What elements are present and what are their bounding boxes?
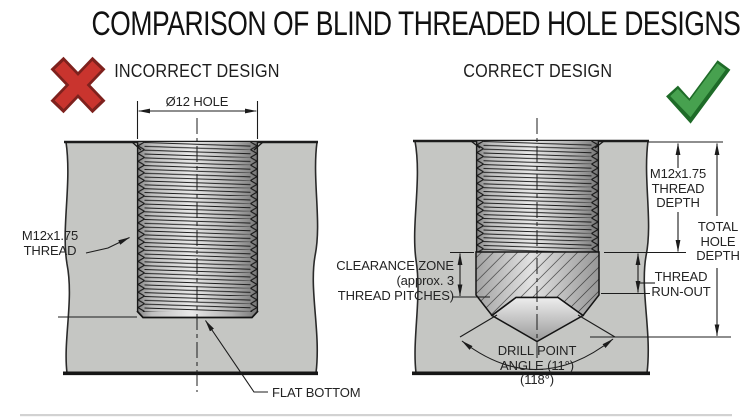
page-title: COMPARISON OF BLIND THREADED HOLE DESIGN…: [91, 5, 741, 43]
thread-leader-line: [85, 237, 130, 254]
flat-bottom-leader-line: [205, 320, 268, 393]
dimension-lines: [450, 141, 731, 371]
drill-point-angle-label: DRILL POINT ANGLE (11°) (118°): [497, 343, 577, 388]
correct-design-heading: CORRECT DESIGN: [463, 61, 613, 81]
correct-diagram: [412, 60, 731, 376]
red-x-icon: [50, 56, 106, 114]
clearance-zone-label: CLEARANCE ZONE (approx. 3 THREAD PITCHES…: [336, 258, 454, 304]
bottom-divider: [20, 414, 732, 417]
thread-depth-label: M12x1.75 THREAD DEPTH: [649, 166, 707, 211]
green-check-icon: [666, 60, 731, 124]
hole-diameter-label: Ø12 HOLE: [165, 94, 229, 109]
thread-spec-label: M12x1.75 THREAD: [21, 228, 79, 258]
threaded-hole: [131, 141, 264, 319]
thread-runout-label: THREAD RUN-OUT: [651, 269, 711, 299]
drill-point-angle-dimension: [459, 314, 616, 371]
incorrect-diagram: [50, 56, 319, 393]
clearance-zone-hatch: [475, 251, 600, 317]
total-hole-depth-label: TOTAL HOLE DEPTH: [696, 219, 740, 264]
flat-bottom-label: FLAT BOTTOM: [272, 385, 361, 400]
dimension-lines: [58, 101, 268, 393]
incorrect-design-heading: INCORRECT DESIGN: [114, 61, 280, 81]
